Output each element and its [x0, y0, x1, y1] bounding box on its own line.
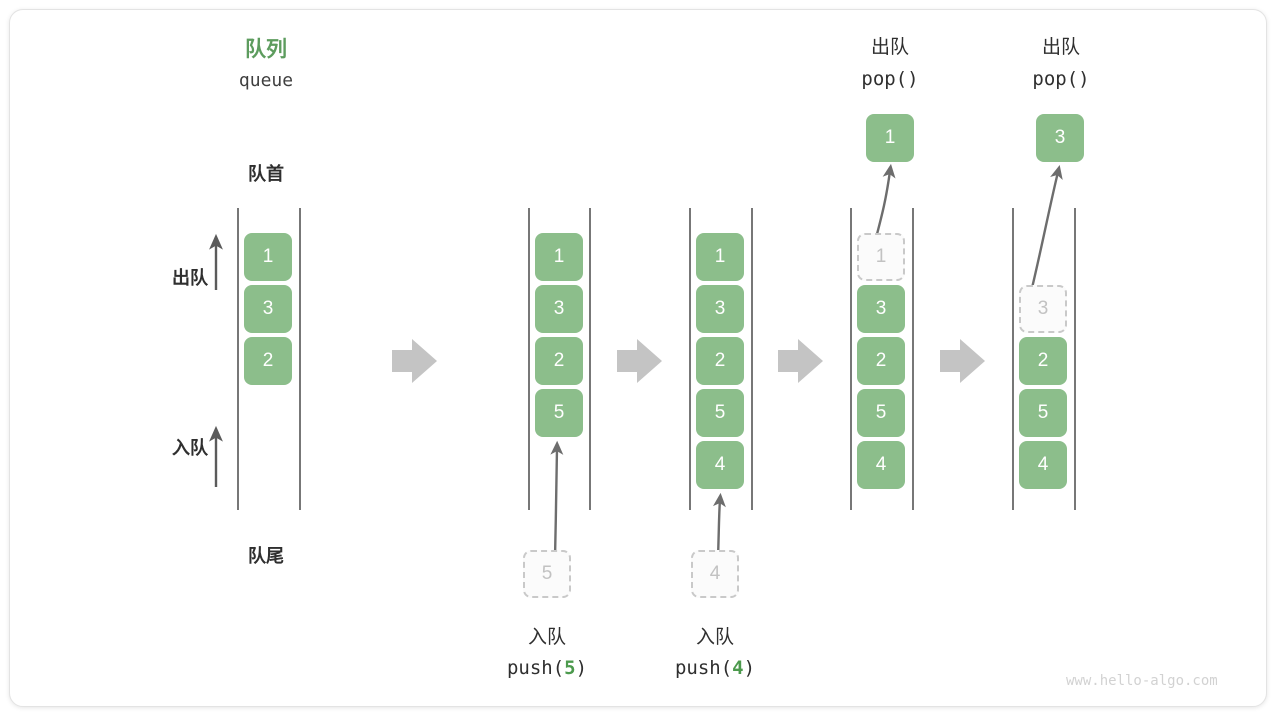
stage-separator-2: [617, 339, 662, 383]
pop-3-label-cn: 出队: [1041, 37, 1080, 58]
queue-cell: 3: [244, 285, 292, 333]
queue-cell: 3: [857, 285, 905, 333]
enqueue-direction-label: 入队: [172, 438, 208, 458]
push-5-code-suffix: ): [575, 657, 588, 679]
watermark: www.hello-algo.com: [1066, 673, 1218, 689]
queue-rails-stage-2: [528, 208, 591, 510]
push-4-code-suffix: ): [743, 657, 756, 679]
push-5-label-code: push(5): [487, 657, 607, 679]
queue-front-label: 队首: [248, 164, 284, 184]
queue-cell: 5: [857, 389, 905, 437]
pop-1-popped-cell: 1: [866, 114, 914, 162]
push-4-code-num: 4: [732, 657, 744, 679]
queue-rear-label: 队尾: [248, 546, 284, 566]
queue-cell-removed: 1: [857, 233, 905, 281]
push-4-ghost-cell: 4: [691, 550, 739, 598]
push-5-label-cn: 入队: [527, 627, 566, 648]
push-4-code-prefix: push(: [674, 657, 733, 679]
queue-cell-new: 5: [535, 389, 583, 437]
queue-cell: 4: [1019, 441, 1067, 489]
queue-rails-stage-5: [1012, 208, 1076, 510]
queue-cell: 1: [696, 233, 744, 281]
queue-rails-stage-4: [850, 208, 914, 510]
queue-rails-stage-1: [237, 208, 301, 510]
queue-cell: 2: [696, 337, 744, 385]
pop-1-label-code: pop(): [861, 68, 919, 90]
queue-cell: 1: [244, 233, 292, 281]
queue-cell: 2: [535, 337, 583, 385]
queue-cell: 5: [1019, 389, 1067, 437]
pop-1-label-cn: 出队: [870, 37, 909, 58]
queue-cell: 1: [535, 233, 583, 281]
queue-cell: 3: [696, 285, 744, 333]
queue-cell: 5: [696, 389, 744, 437]
diagram-title-cn: 队列: [245, 38, 287, 61]
pop-1-arrow: [874, 163, 896, 239]
queue-cell-new: 4: [696, 441, 744, 489]
push-4-label-cn: 入队: [695, 627, 734, 648]
queue-cell-removed: 3: [1019, 285, 1067, 333]
dequeue-direction-label: 出队: [172, 268, 208, 288]
pop-3-popped-cell: 3: [1036, 114, 1084, 162]
push-5-ghost-cell: 5: [523, 550, 571, 598]
push-5-code-prefix: push(: [506, 657, 565, 679]
stage-separator-3: [778, 339, 823, 383]
queue-cell: 4: [857, 441, 905, 489]
queue-cell: 2: [857, 337, 905, 385]
stage-separator-4: [940, 339, 985, 383]
push-5-code-num: 5: [564, 657, 576, 679]
pop-3-arrow: [1030, 165, 1063, 289]
queue-cell: 2: [1019, 337, 1067, 385]
pop-3-label-code: pop(): [1032, 68, 1090, 90]
diagram-title-en: queue: [238, 70, 294, 91]
stage-separator-1: [392, 339, 437, 383]
queue-cell: 2: [244, 337, 292, 385]
queue-cell: 3: [535, 285, 583, 333]
push-4-label-code: push(4): [655, 657, 775, 679]
queue-rails-stage-3: [689, 208, 753, 510]
push-5-arrow: [550, 440, 564, 559]
